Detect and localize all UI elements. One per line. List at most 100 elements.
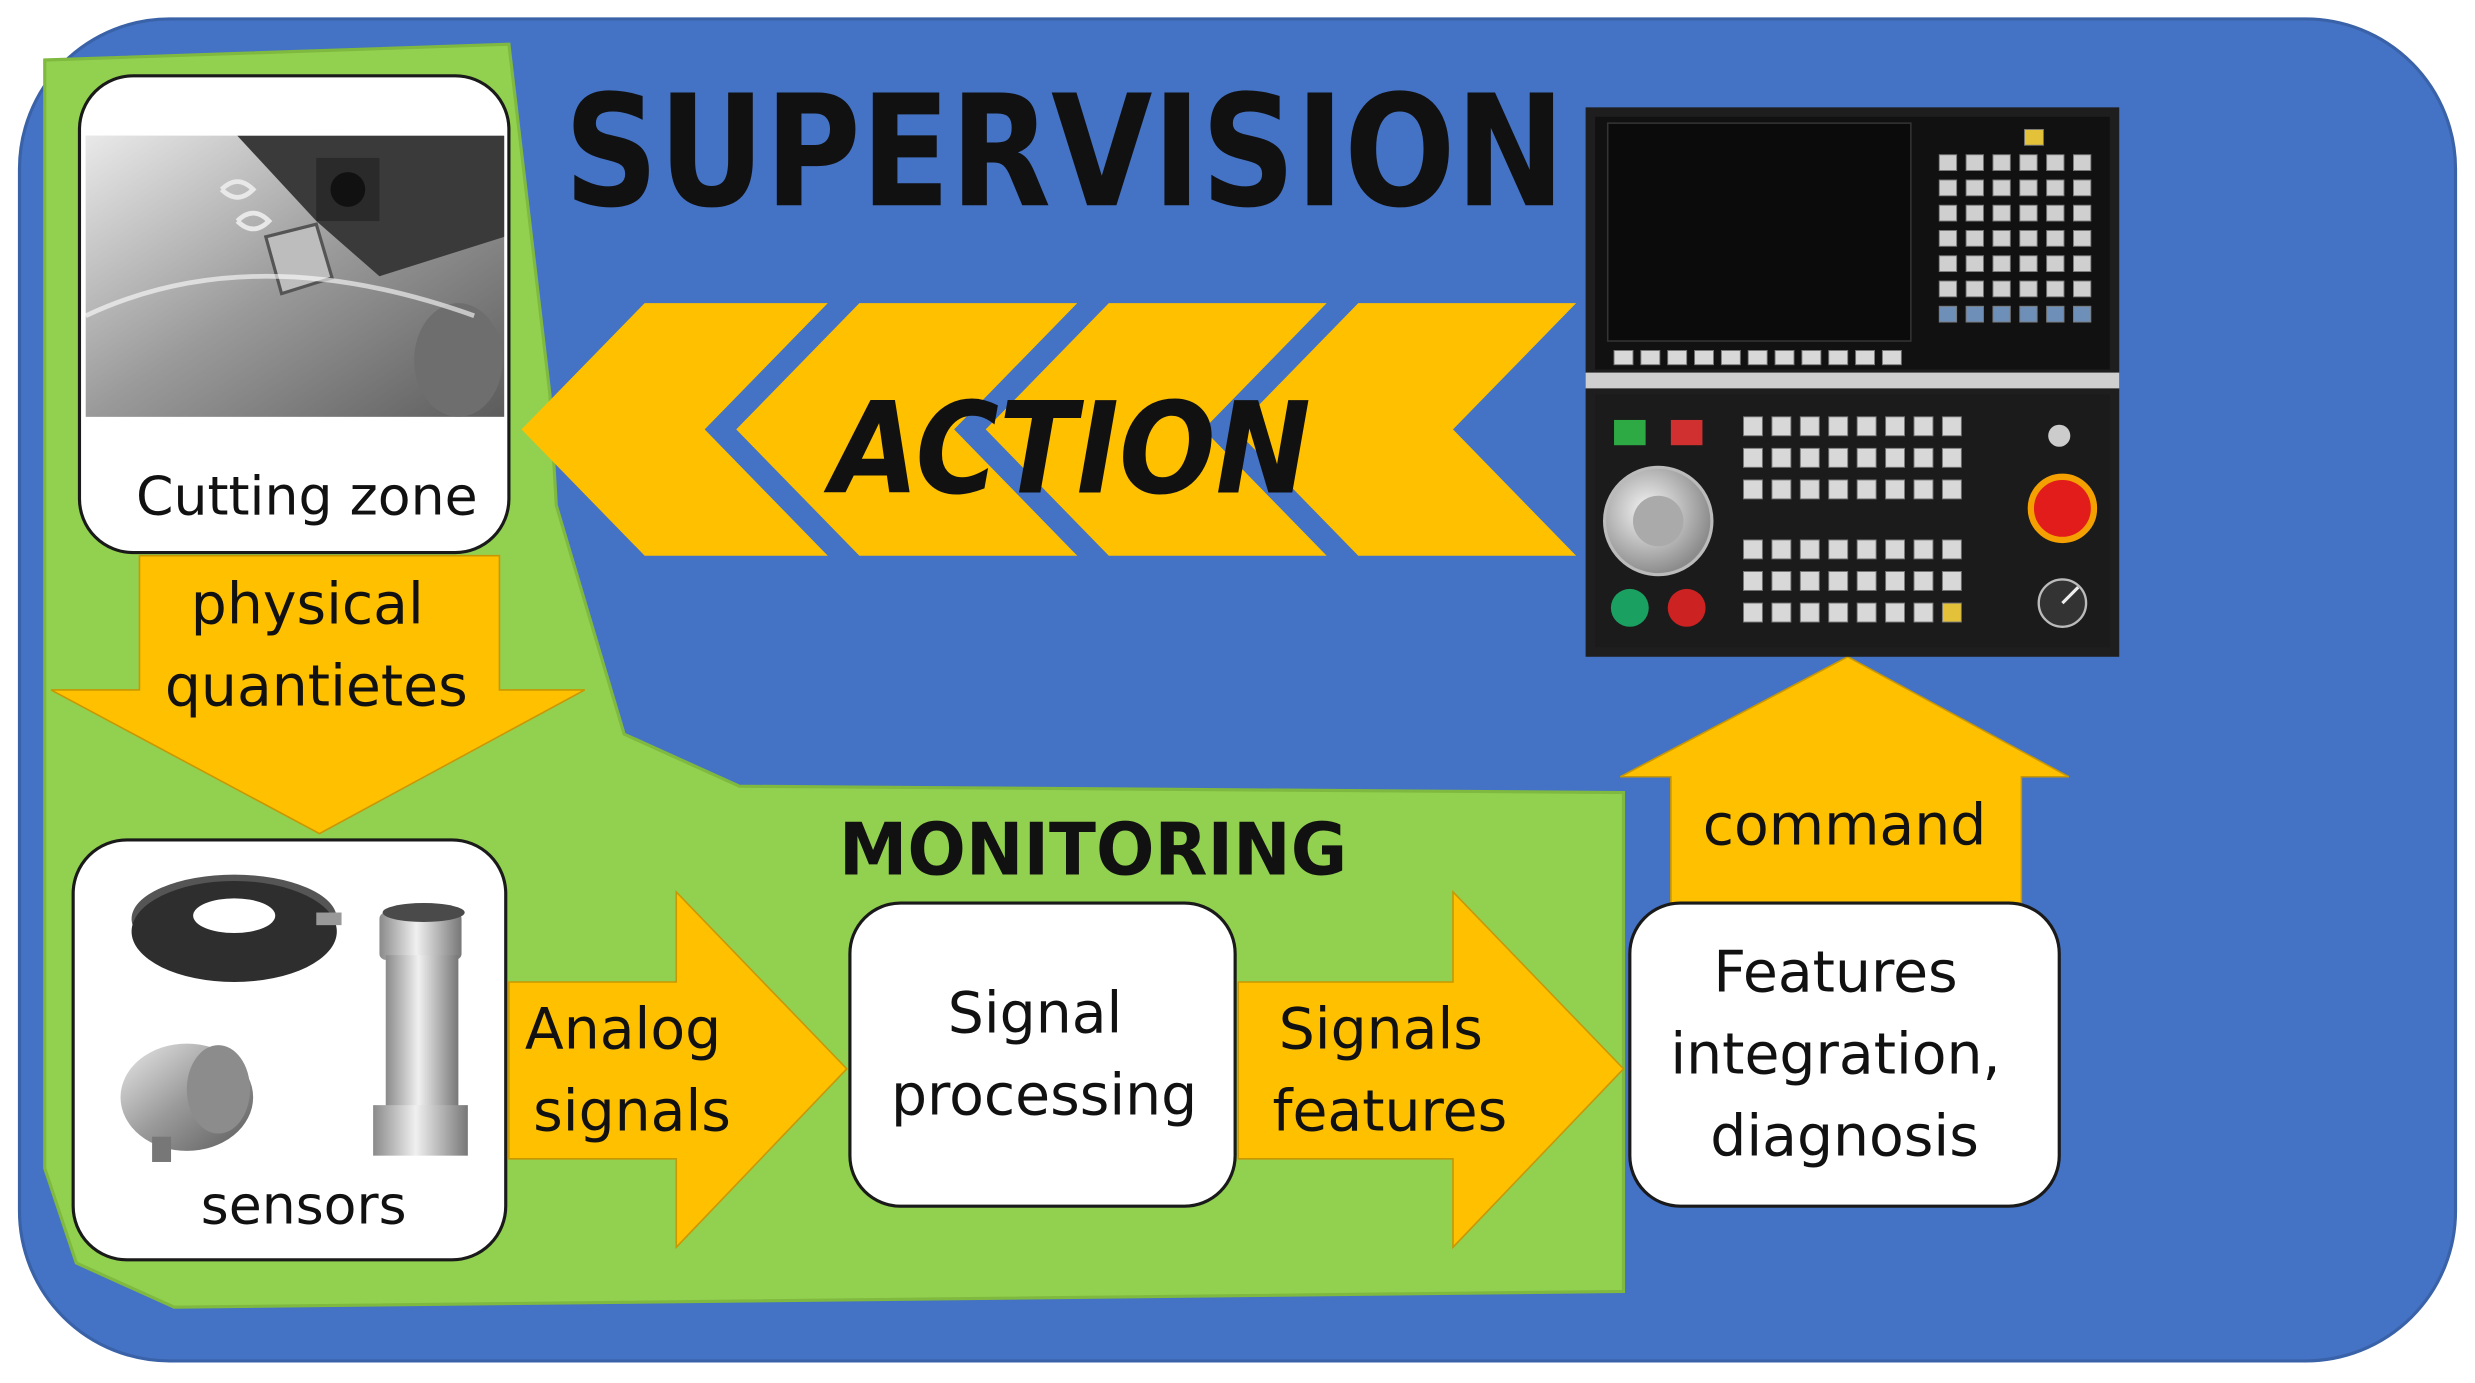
cnc-key bbox=[1965, 280, 1984, 298]
cnc-keypad-bottom bbox=[1743, 416, 1962, 623]
cnc-key bbox=[2072, 305, 2092, 323]
signal-processing-line-2: processing bbox=[891, 1063, 1197, 1129]
physical-label-line-2: quantietes bbox=[165, 654, 468, 720]
cnc-key bbox=[1941, 416, 1962, 437]
signals-features-label: Signals features bbox=[1272, 996, 1507, 1144]
cnc-key bbox=[1771, 416, 1792, 437]
cnc-key bbox=[1938, 154, 1958, 171]
cnc-key bbox=[2072, 230, 2092, 247]
cnc-key bbox=[2046, 179, 2065, 197]
cnc-key bbox=[1743, 416, 1763, 437]
cnc-key bbox=[2072, 204, 2092, 222]
cnc-key bbox=[2046, 255, 2065, 273]
cnc-key bbox=[2046, 305, 2065, 323]
cnc-softkey bbox=[1640, 350, 1661, 366]
cnc-key bbox=[2019, 154, 2038, 171]
cnc-controller-image bbox=[1585, 107, 2120, 657]
command-arrow bbox=[1619, 655, 2070, 904]
cnc-key bbox=[1965, 230, 1984, 247]
cnc-key bbox=[2072, 280, 2092, 298]
cnc-key bbox=[1938, 204, 1958, 222]
cnc-key bbox=[1743, 479, 1763, 500]
features-diagnosis-box bbox=[1628, 901, 2061, 1208]
cnc-key bbox=[1828, 479, 1849, 500]
analog-signals-arrow bbox=[508, 890, 848, 1250]
cnc-key bbox=[1885, 602, 1906, 623]
cnc-key bbox=[2019, 305, 2038, 323]
cnc-key bbox=[1992, 230, 2011, 247]
cnc-key bbox=[1856, 447, 1877, 468]
cnc-key bbox=[1856, 602, 1877, 623]
cnc-key bbox=[1941, 602, 1962, 623]
cnc-key bbox=[1856, 571, 1877, 591]
cnc-key bbox=[1992, 305, 2011, 323]
cnc-key bbox=[1913, 602, 1934, 623]
cnc-key bbox=[1938, 179, 1958, 197]
cnc-softkey bbox=[1667, 350, 1688, 366]
cnc-key bbox=[1885, 447, 1906, 468]
cnc-key bbox=[2024, 128, 2044, 146]
cnc-key bbox=[1913, 539, 1934, 560]
cnc-key bbox=[1992, 255, 2011, 273]
cnc-key bbox=[1885, 571, 1906, 591]
cnc-key bbox=[1799, 571, 1820, 591]
cnc-key bbox=[1913, 571, 1934, 591]
cnc-key bbox=[1938, 305, 1958, 323]
cnc-softkey bbox=[1855, 350, 1876, 366]
supervision-title: SUPERVISION bbox=[564, 62, 1565, 242]
cnc-softkey bbox=[1774, 350, 1795, 366]
physical-quantities-arrow bbox=[50, 554, 586, 835]
cnc-key bbox=[1885, 416, 1906, 437]
cnc-key bbox=[1743, 539, 1763, 560]
cnc-key bbox=[1913, 416, 1934, 437]
cnc-key bbox=[2046, 154, 2065, 171]
cnc-key bbox=[1828, 447, 1849, 468]
sensors-label: sensors bbox=[201, 1174, 407, 1237]
cnc-key bbox=[1743, 447, 1763, 468]
monitoring-label: MONITORING bbox=[839, 809, 1347, 893]
cnc-key bbox=[1992, 179, 2011, 197]
cutting-zone-photo bbox=[84, 135, 505, 417]
cnc-key bbox=[1799, 416, 1820, 437]
cnc-key bbox=[2019, 204, 2038, 222]
cnc-key bbox=[1938, 255, 1958, 273]
physical-quantities-label: physical quantietes bbox=[165, 572, 468, 720]
cnc-key bbox=[1941, 539, 1962, 560]
cnc-key bbox=[2072, 179, 2092, 197]
cnc-key bbox=[1771, 479, 1792, 500]
action-chevron-4 bbox=[521, 303, 828, 556]
cnc-key bbox=[1913, 447, 1934, 468]
cnc-key bbox=[1828, 539, 1849, 560]
cnc-key bbox=[1856, 479, 1877, 500]
cnc-softkey bbox=[1828, 350, 1849, 366]
cnc-key bbox=[1828, 571, 1849, 591]
action-arrow bbox=[521, 303, 1577, 556]
sensors-photo bbox=[120, 874, 468, 1162]
cnc-key bbox=[1965, 179, 1984, 197]
features-label-line-1: Features bbox=[1713, 939, 1957, 1005]
cnc-key bbox=[1885, 539, 1906, 560]
cnc-key bbox=[1941, 447, 1962, 468]
analog-signals-label: Analog signals bbox=[525, 996, 739, 1144]
cnc-key bbox=[1941, 571, 1962, 591]
cnc-key bbox=[1885, 479, 1906, 500]
cnc-key bbox=[2019, 280, 2038, 298]
cnc-key bbox=[1938, 230, 1958, 247]
cnc-key bbox=[1771, 539, 1792, 560]
analog-label-line-1: Analog bbox=[525, 996, 721, 1062]
action-label: ACTION bbox=[823, 376, 1311, 523]
cnc-keypad-top bbox=[1938, 128, 2092, 323]
cnc-softkey bbox=[1881, 350, 1902, 366]
cnc-key bbox=[2019, 230, 2038, 247]
cnc-key bbox=[1965, 154, 1984, 171]
cnc-key bbox=[2019, 255, 2038, 273]
features-diagnosis-label: Features integration, diagnosis bbox=[1670, 939, 2018, 1169]
cnc-key bbox=[1799, 539, 1820, 560]
cnc-key bbox=[2072, 154, 2092, 171]
cnc-key bbox=[1938, 280, 1958, 298]
features-label-line-2: integration, bbox=[1670, 1022, 2000, 1088]
cnc-key bbox=[1743, 602, 1763, 623]
signal-processing-line-1: Signal bbox=[948, 981, 1123, 1047]
signal-processing-box bbox=[848, 901, 1237, 1208]
cnc-key bbox=[2072, 255, 2092, 273]
